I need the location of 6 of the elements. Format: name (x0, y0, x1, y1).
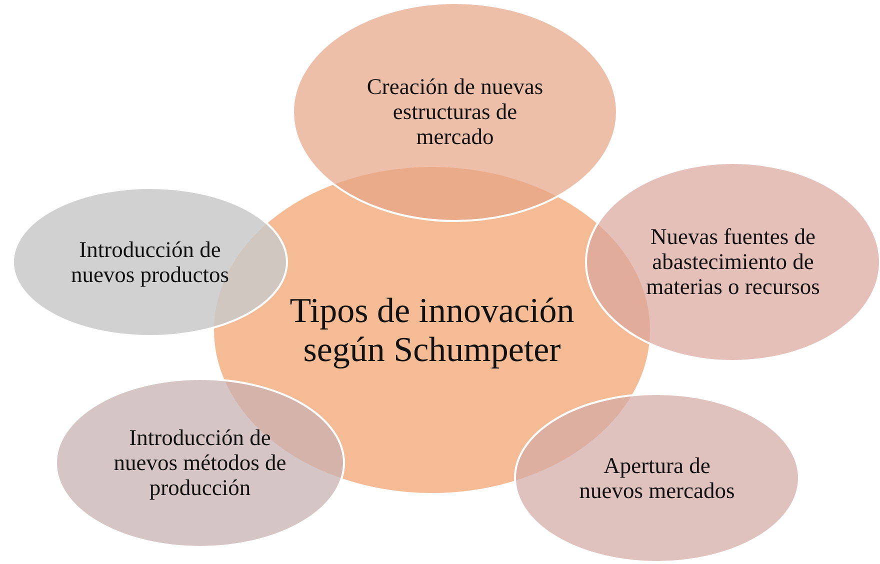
ellipse-label: Apertura de nuevos mercados (578, 452, 736, 504)
ellipse-label: Introducción de nuevos métodos de producción (112, 425, 288, 501)
ellipse-label: Introducción de nuevos productos (70, 236, 230, 288)
ellipse-label: Creación de nuevas estructuras de mercado (366, 74, 544, 150)
ellipse-label: Nuevas fuentes de abastecimiento de materias o recursos (645, 224, 821, 300)
ellipse-label: Tipos de innovación según Schumpeter (288, 290, 576, 370)
